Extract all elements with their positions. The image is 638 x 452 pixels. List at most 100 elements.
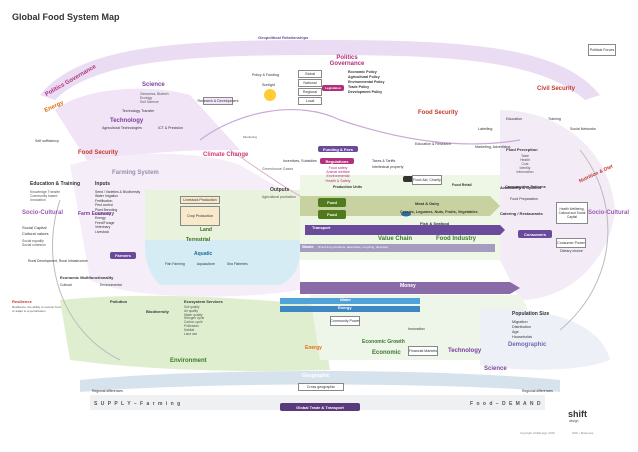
food-retail: Food Retail [452, 183, 472, 187]
incentives-label: Incentives, Subsidies [283, 159, 317, 163]
level-box: Global [298, 70, 322, 78]
environment-title: Environment [170, 358, 207, 364]
environmental-label: Environmental [100, 283, 122, 287]
waste-label: Waste [302, 244, 314, 249]
waste-flow-arrow [300, 244, 495, 252]
aquatic-title: Aquatic [194, 251, 213, 257]
legislation-pill: Legislation [322, 85, 344, 91]
monitoring-label: Monitoring [243, 135, 258, 139]
socio-right-title: Socio-Cultural [588, 210, 630, 216]
labelling: Labelling [478, 127, 493, 131]
research-box: Research & Development [197, 97, 239, 105]
fish-icon [401, 211, 411, 217]
policy-item: Environmental Policy [348, 80, 385, 84]
water-flow-arrow [280, 298, 420, 304]
inputs-title: Inputs [95, 181, 110, 187]
cow-icon [403, 176, 413, 182]
ict-label: ICT & Precision [158, 126, 183, 130]
cultural-label: Cultural [60, 283, 72, 287]
transport-flow-arrow [305, 225, 505, 235]
meat-dairy: Meat & Dairy [415, 201, 440, 206]
biodiversity-label: Biodiversity [146, 309, 169, 314]
economic-sub: Economic Multifunctionality [60, 275, 114, 280]
terrestrial-title: Terrestrial [186, 237, 211, 243]
food-industry-title: Food Industry [436, 236, 476, 242]
science-right: Science [484, 366, 507, 372]
technology-right: Technology [448, 348, 482, 354]
agri-tech: Agricultural Technologies [102, 126, 142, 130]
food-box-2: Food [318, 210, 346, 219]
economic-title: Economic [372, 350, 401, 356]
cereals-label: Cereals, Legumes, Nuts, Fruits, Vegetabl… [400, 210, 478, 214]
farming-title: Farming System [112, 170, 159, 176]
self-sufficiency: Self sufficiency [35, 139, 59, 143]
farm-economy-title: Farm Economy [78, 211, 115, 217]
regional-left: Regional differences [92, 389, 123, 393]
livestock-box: Livestock Production [180, 196, 220, 204]
politics-region [40, 40, 600, 100]
global-trade-pill: Global Trade & Transport [280, 403, 360, 411]
level-box: National [298, 79, 322, 87]
connector-curve [199, 109, 341, 141]
financial-markets: Financial Markets [408, 346, 438, 356]
policy-funding: Policy & Funding [252, 73, 279, 77]
social-capital: Social Capital [22, 225, 47, 230]
production-units: Production Units [333, 185, 362, 189]
food-flow-arrow [300, 196, 500, 216]
retailers: Catering / Restaurants [500, 211, 543, 216]
shift-logo: shift [568, 409, 587, 419]
training: Training [548, 117, 561, 121]
population-title: Population Size [512, 311, 550, 317]
money-flow-arrow [300, 282, 520, 294]
consumption: Consumption Patterns [505, 185, 546, 189]
land-title: Land [200, 227, 212, 233]
intellectual-label: Intellectual property [372, 165, 404, 169]
shift-logo-sub: design [569, 419, 579, 423]
availability: Availability & Options [500, 185, 542, 190]
connector-curve [559, 149, 609, 331]
farmers-pill: Farmers [110, 252, 136, 259]
political-forces-box: Political Forces [588, 44, 616, 56]
politics-title: Politics Governance [329, 55, 365, 67]
climate-title: Climate Change [203, 152, 249, 158]
marketing: Marketing, Advertising [475, 145, 511, 149]
sunlight-label: Sunlight [262, 83, 275, 87]
supply-demand-band [90, 395, 545, 410]
geographic-band [80, 371, 560, 392]
cultural-values: Cultural values [22, 231, 49, 236]
energy-label: Energy [338, 305, 352, 310]
water-label: Water [340, 297, 351, 302]
regional-right: Regional differences [522, 389, 553, 393]
supply-farming-label: S U P P L Y – F a r m i n g [94, 401, 182, 407]
resilience-title: Resilience [12, 299, 32, 304]
environment-region [60, 295, 330, 371]
pollution-label: Pollution [110, 299, 128, 304]
technology-title: Technology [110, 118, 144, 124]
education-right: Education [506, 117, 522, 121]
dietary-choice: Dietary choice [560, 249, 583, 253]
credit-text: copyright shiftdesign 2015 [520, 431, 555, 435]
food-aid-box: Food Aid, Charity [412, 175, 442, 185]
socio-left-title: Socio-Cultural [22, 210, 64, 216]
economic-growth: Economic Growth [362, 339, 405, 345]
food-box: Food [318, 198, 346, 207]
resilience-note: Resilience: the ability to recover from … [12, 305, 62, 313]
fish-seafood: Fish & Seafood [420, 221, 450, 226]
tech-transfer: Technology Transfer [122, 109, 155, 113]
connector-curve [52, 199, 121, 361]
food-security-left: Food Security [78, 150, 119, 156]
community-power: Community Power [330, 316, 360, 326]
cross-geo-box: Cross geographic [298, 383, 344, 391]
geopolitical-label: Geopolitical Relationships [258, 35, 309, 40]
transport-label: Transport [312, 225, 331, 230]
regulations-pill: Regulations [320, 158, 354, 164]
crop-box: Crop Production [180, 206, 220, 226]
money-label: Money [400, 283, 416, 289]
education-title: Education & Training [30, 181, 81, 187]
funding-pill: Funding & Fees [318, 146, 358, 152]
